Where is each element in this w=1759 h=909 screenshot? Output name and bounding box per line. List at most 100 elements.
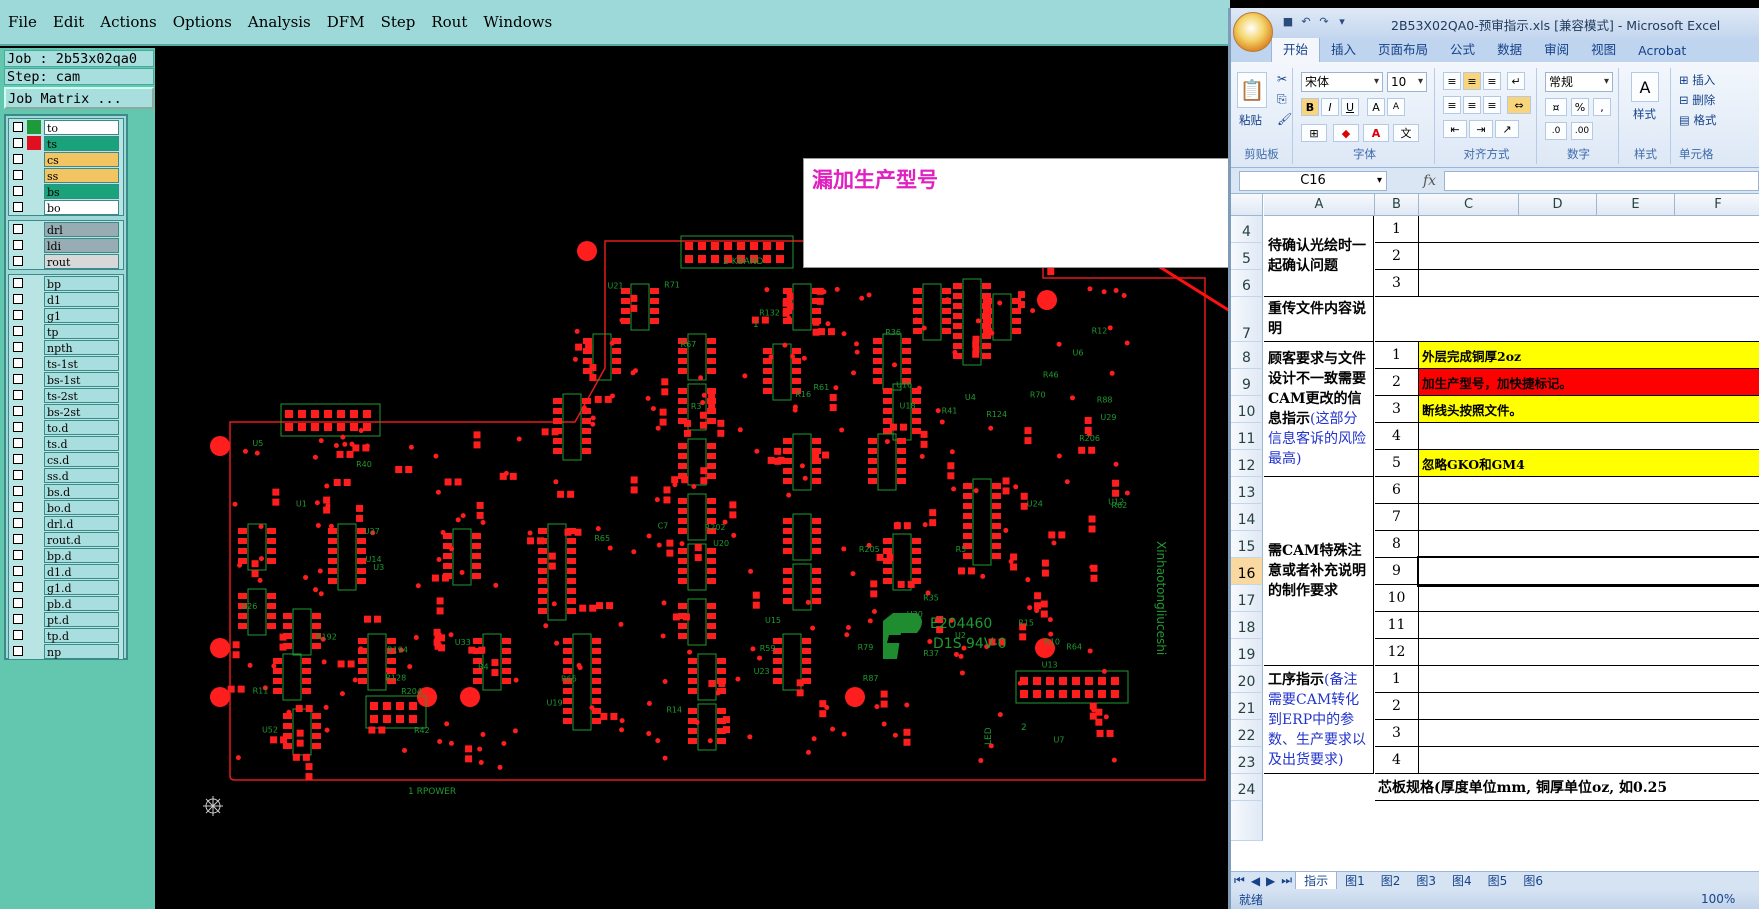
align-middle-icon[interactable]: ≡	[1463, 72, 1481, 90]
layer-checkbox[interactable]	[13, 550, 23, 560]
layer-checkbox[interactable]	[13, 614, 23, 624]
layer-row-cs[interactable]: cs	[9, 151, 123, 167]
cell-b[interactable]: 12	[1375, 639, 1419, 666]
layer-checkbox[interactable]	[13, 326, 23, 336]
cell-b[interactable]: 4	[1375, 747, 1419, 774]
sheet-tab-3[interactable]: 图3	[1416, 874, 1437, 888]
cell-b[interactable]: 9	[1375, 558, 1419, 585]
layer-checkbox[interactable]	[13, 422, 23, 432]
italic-button[interactable]: I	[1321, 98, 1339, 116]
layer-row-tp[interactable]: tp	[9, 323, 123, 339]
cell-c[interactable]	[1419, 585, 1759, 612]
copy-icon[interactable]: ⎘	[1277, 92, 1287, 106]
grow-font-icon[interactable]: A	[1367, 98, 1385, 116]
layer-checkbox[interactable]	[13, 310, 23, 320]
cut-icon[interactable]: ✂	[1277, 72, 1288, 86]
layer-row-ss.d[interactable]: ss.d	[9, 467, 123, 483]
cell-b[interactable]: 2	[1375, 693, 1419, 720]
cell-c[interactable]	[1419, 747, 1759, 774]
layer-row-np[interactable]: np	[9, 643, 123, 659]
font-size-combo[interactable]: 10	[1387, 72, 1427, 92]
row-header[interactable]: 22	[1231, 720, 1263, 747]
layer-row-bo.d[interactable]: bo.d	[9, 499, 123, 515]
cell-b[interactable]: 10	[1375, 585, 1419, 612]
cell-a-block[interactable]: 待确认光绘时一起确认问题	[1264, 216, 1374, 297]
layer-checkbox[interactable]	[13, 224, 23, 234]
column-header-D[interactable]: D	[1519, 194, 1597, 216]
cell-c[interactable]	[1419, 531, 1759, 558]
layer-checkbox[interactable]	[13, 186, 23, 196]
sheet-nav-icon-1[interactable]: ◀	[1250, 873, 1261, 888]
undo-icon[interactable]: ↶	[1301, 15, 1311, 28]
ribbon-tab-7[interactable]: Acrobat	[1638, 43, 1687, 58]
row-header[interactable]: 5	[1231, 243, 1263, 270]
layer-row-to.d[interactable]: to.d	[9, 419, 123, 435]
cell-b[interactable]: 1	[1375, 216, 1419, 243]
cell-c[interactable]: 忽略GKO和GM4	[1419, 450, 1759, 477]
layer-row-ss[interactable]: ss	[9, 167, 123, 183]
layer-checkbox[interactable]	[13, 202, 23, 212]
layer-checkbox[interactable]	[13, 294, 23, 304]
row-header[interactable]: 10	[1231, 396, 1263, 423]
orientation-icon[interactable]: ↗	[1495, 120, 1519, 138]
row-header[interactable]: 15	[1231, 531, 1263, 558]
zoom-level[interactable]: 100%	[1701, 892, 1736, 906]
insert-cells-button[interactable]: ⊞ 插入	[1679, 72, 1715, 88]
delete-cells-button[interactable]: ⊟ 删除	[1679, 92, 1715, 108]
layer-row-cs.d[interactable]: cs.d	[9, 451, 123, 467]
column-header-F[interactable]: F	[1675, 194, 1759, 216]
cell-b[interactable]: 3	[1375, 270, 1419, 297]
cell-c[interactable]	[1375, 297, 1759, 342]
row-header[interactable]: 9	[1231, 369, 1263, 396]
layer-checkbox[interactable]	[13, 358, 23, 368]
layer-checkbox[interactable]	[13, 598, 23, 608]
cam-graphic-canvas[interactable]: U52U33R194U30U19U18U2U7R192U16U14U20U24U…	[155, 48, 1230, 909]
layer-row-npth[interactable]: npth	[9, 339, 123, 355]
layer-checkbox[interactable]	[13, 390, 23, 400]
layer-row-ts[interactable]: ts	[9, 135, 123, 151]
sheet-tab-4[interactable]: 图4	[1452, 874, 1472, 888]
ribbon-tab-6[interactable]: 视图	[1591, 42, 1617, 57]
redo-icon[interactable]: ↷	[1319, 15, 1329, 28]
cell-c[interactable]	[1419, 720, 1759, 747]
cam-menu-windows[interactable]: Windows	[483, 13, 553, 31]
currency-icon[interactable]: ¤	[1545, 98, 1567, 116]
cell-a-block[interactable]: 重传文件内容说明	[1264, 297, 1374, 342]
ribbon-tab-5[interactable]: 审阅	[1544, 42, 1570, 57]
layer-checkbox[interactable]	[13, 454, 23, 464]
layer-checkbox[interactable]	[13, 122, 23, 132]
row-header[interactable]: 24	[1231, 774, 1263, 801]
layer-row-ts.d[interactable]: ts.d	[9, 435, 123, 451]
cell-c[interactable]	[1419, 243, 1759, 270]
cam-menu-options[interactable]: Options	[172, 13, 232, 31]
cell-b[interactable]: 3	[1375, 720, 1419, 747]
row-header[interactable]: 4	[1231, 216, 1263, 243]
paste-icon[interactable]: 📋	[1237, 72, 1267, 108]
indent-decrease-icon[interactable]: ⇤	[1443, 120, 1467, 138]
sheet-tab-0[interactable]: 指示	[1295, 871, 1338, 890]
cell-c[interactable]	[1419, 693, 1759, 720]
layer-checkbox[interactable]	[13, 646, 23, 656]
cam-menu-rout[interactable]: Rout	[431, 13, 468, 31]
align-top-icon[interactable]: ≡	[1443, 72, 1461, 90]
layer-row-g1[interactable]: g1	[9, 307, 123, 323]
layer-checkbox[interactable]	[13, 470, 23, 480]
row-header[interactable]: 7	[1231, 297, 1263, 342]
row-header[interactable]: 17	[1231, 585, 1263, 612]
layer-row-ts-2st[interactable]: ts-2st	[9, 387, 123, 403]
comma-icon[interactable]: ,	[1593, 98, 1611, 116]
cell-b[interactable]: 4	[1375, 423, 1419, 450]
decrease-decimal-icon[interactable]: .00	[1571, 122, 1593, 140]
wrap-text-icon[interactable]: ↵	[1507, 72, 1525, 90]
sheet-nav-icon-3[interactable]: ⏭	[1281, 873, 1293, 887]
cell-c[interactable]: 断线头按照文件。	[1419, 396, 1759, 423]
save-icon[interactable]: ■	[1282, 15, 1294, 28]
merge-cells-icon[interactable]: ⇔	[1507, 96, 1531, 114]
layer-row-pb.d[interactable]: pb.d	[9, 595, 123, 611]
cell-c[interactable]	[1417, 556, 1759, 587]
layer-checkbox[interactable]	[13, 278, 23, 288]
layer-row-d1.d[interactable]: d1.d	[9, 563, 123, 579]
font-color-icon[interactable]: A	[1363, 124, 1389, 142]
layer-checkbox[interactable]	[13, 486, 23, 496]
